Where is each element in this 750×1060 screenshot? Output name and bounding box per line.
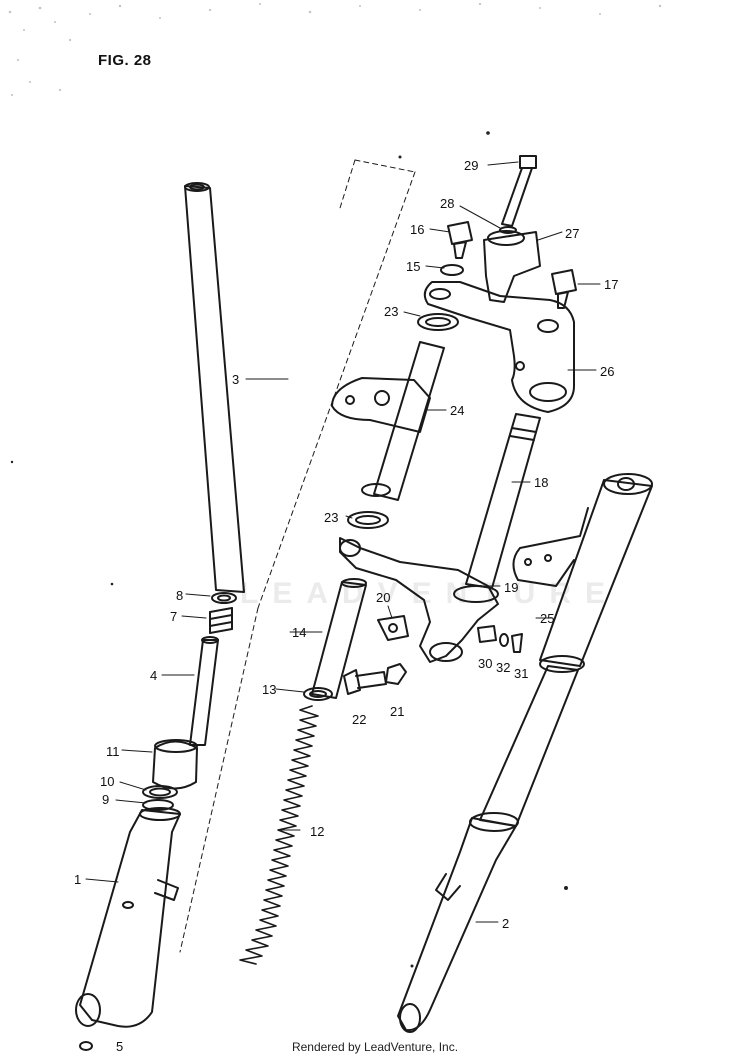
callout-4: 4 xyxy=(150,668,157,683)
part-31-screw xyxy=(511,633,523,653)
callout-23-lower: 23 xyxy=(324,510,338,525)
callout-3: 3 xyxy=(232,372,239,387)
part-10-oil-seal xyxy=(142,785,178,799)
part-16-cap-bolt xyxy=(447,221,473,259)
callout-28: 28 xyxy=(440,196,454,211)
callout-26: 26 xyxy=(600,364,614,379)
part-17-bolt xyxy=(551,269,577,309)
callout-2: 2 xyxy=(502,916,509,931)
part-1-left-outer-tube xyxy=(75,807,181,1028)
callout-23-upper: 23 xyxy=(384,304,398,319)
part-22-bolt xyxy=(343,669,387,695)
callout-5: 5 xyxy=(116,1039,123,1054)
part-3-inner-tube xyxy=(184,182,245,593)
leader-lines xyxy=(85,161,601,923)
callout-29: 29 xyxy=(464,158,478,173)
callout-18: 18 xyxy=(534,475,548,490)
scan-noise xyxy=(8,2,662,96)
figure-title: FIG. 28 xyxy=(98,52,152,69)
part-9-clip xyxy=(142,799,174,811)
callout-24: 24 xyxy=(450,403,464,418)
callout-17: 17 xyxy=(604,277,618,292)
callout-labels: 29 28 27 16 15 17 23 26 3 24 18 23 19 8 … xyxy=(74,158,618,1054)
callout-22: 22 xyxy=(352,712,366,727)
watermark: LEADVENTURE xyxy=(240,577,620,610)
part-23-lower-washer xyxy=(347,511,389,529)
callout-14: 14 xyxy=(292,625,306,640)
part-15-washer xyxy=(440,264,464,276)
part-8-seat xyxy=(211,592,237,604)
part-28-washer xyxy=(499,226,517,234)
scan-dots xyxy=(10,131,568,968)
callout-11: 11 xyxy=(106,744,120,759)
part-24-fork-cover xyxy=(331,341,445,501)
part-5-drain-bolt xyxy=(79,1041,93,1051)
part-30-collar xyxy=(477,625,497,643)
part-27-handlebar-holder xyxy=(483,230,541,303)
part-2-right-outer-tube xyxy=(397,665,579,1033)
part-11-oil-lock xyxy=(152,739,198,790)
part-19-lower-bracket xyxy=(339,537,499,663)
callout-32: 32 xyxy=(496,660,510,675)
part-20-cable-guide xyxy=(377,615,409,641)
part-32-washer xyxy=(499,633,509,647)
part-4-damper-rod xyxy=(189,636,219,746)
part-21-nut xyxy=(385,663,407,685)
callout-10: 10 xyxy=(100,774,114,789)
part-18-steering-stem xyxy=(465,413,541,589)
callout-12: 12 xyxy=(310,824,324,839)
part-23-upper-washer xyxy=(417,313,459,331)
part-14-spacer-tube xyxy=(311,578,367,699)
callout-7: 7 xyxy=(170,609,177,624)
part-26-upper-bracket xyxy=(423,281,575,413)
callout-30: 30 xyxy=(478,656,492,671)
part-7-rebound-spring xyxy=(209,607,233,634)
callout-1: 1 xyxy=(74,872,81,887)
callout-16: 16 xyxy=(410,222,424,237)
callout-25: 25 xyxy=(540,611,554,626)
part-25-right-upper-tube xyxy=(512,473,653,673)
callout-13: 13 xyxy=(262,682,276,697)
part-29-bolt xyxy=(501,155,537,227)
callout-8: 8 xyxy=(176,588,183,603)
part-12-fork-spring xyxy=(239,705,319,965)
callout-21: 21 xyxy=(390,704,404,719)
callout-31: 31 xyxy=(514,666,528,681)
callout-19: 19 xyxy=(504,580,518,595)
footer-credit: Rendered by LeadVenture, Inc. xyxy=(291,1040,459,1054)
part-13-washer xyxy=(303,687,333,701)
assembly-guide-lines xyxy=(179,159,416,953)
callout-27: 27 xyxy=(565,226,579,241)
callout-20: 20 xyxy=(376,590,390,605)
callout-15: 15 xyxy=(406,259,420,274)
callout-9: 9 xyxy=(102,792,109,807)
